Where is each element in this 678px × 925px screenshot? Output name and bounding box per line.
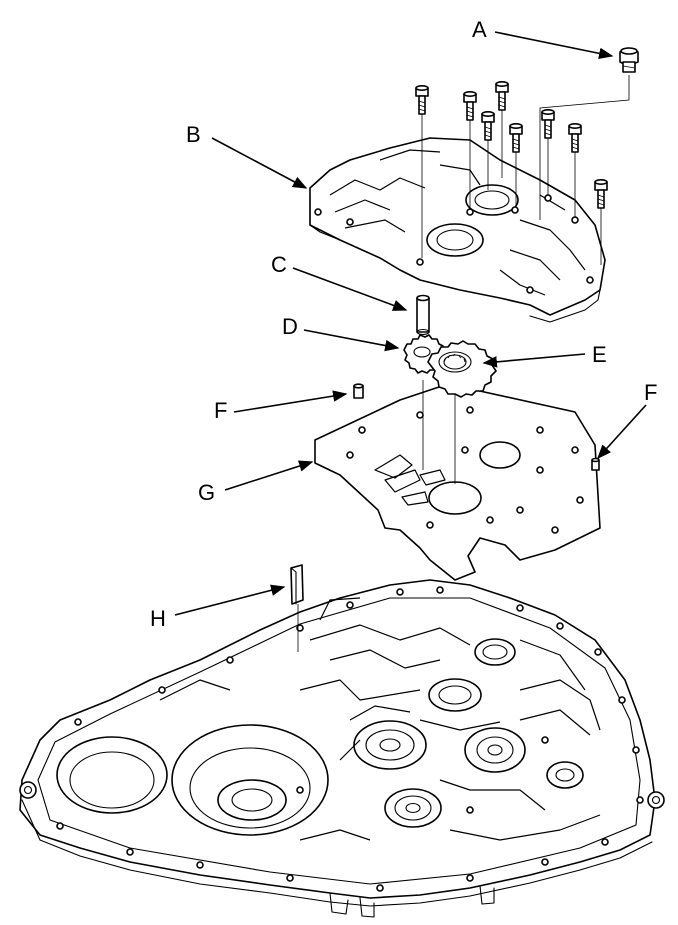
callout-labels: A B C D E F F G H (150, 17, 657, 631)
leader-lines (174, 31, 647, 616)
label-g: G (198, 480, 215, 505)
part-b-valve-body (309, 137, 606, 323)
label-c: C (271, 252, 287, 277)
bolt-icon (481, 111, 495, 141)
bolt-icon (415, 85, 429, 115)
part-g-separator-plate (314, 380, 601, 581)
label-a: A (472, 17, 487, 42)
bolt-icon (568, 123, 582, 153)
part-f-dowel-left (353, 383, 364, 399)
bolt-icon (541, 109, 555, 139)
bolt-icon (463, 91, 477, 121)
bolt-icon (594, 179, 608, 209)
label-h: H (150, 606, 166, 631)
label-e: E (592, 342, 607, 367)
label-b: B (186, 122, 201, 147)
bolt-icon (495, 81, 509, 111)
part-a-plug (619, 47, 639, 73)
part-h-filter (290, 564, 304, 652)
part-c-shaft (416, 294, 430, 336)
label-f-left: F (214, 398, 227, 423)
transmission-housing (19, 579, 665, 918)
bolt-icon (509, 123, 523, 153)
label-d: D (282, 314, 298, 339)
bolt-guide-lines (421, 75, 630, 265)
part-e-gear (427, 340, 497, 398)
part-f-dowel-right (591, 457, 600, 471)
label-f-right: F (644, 380, 657, 405)
